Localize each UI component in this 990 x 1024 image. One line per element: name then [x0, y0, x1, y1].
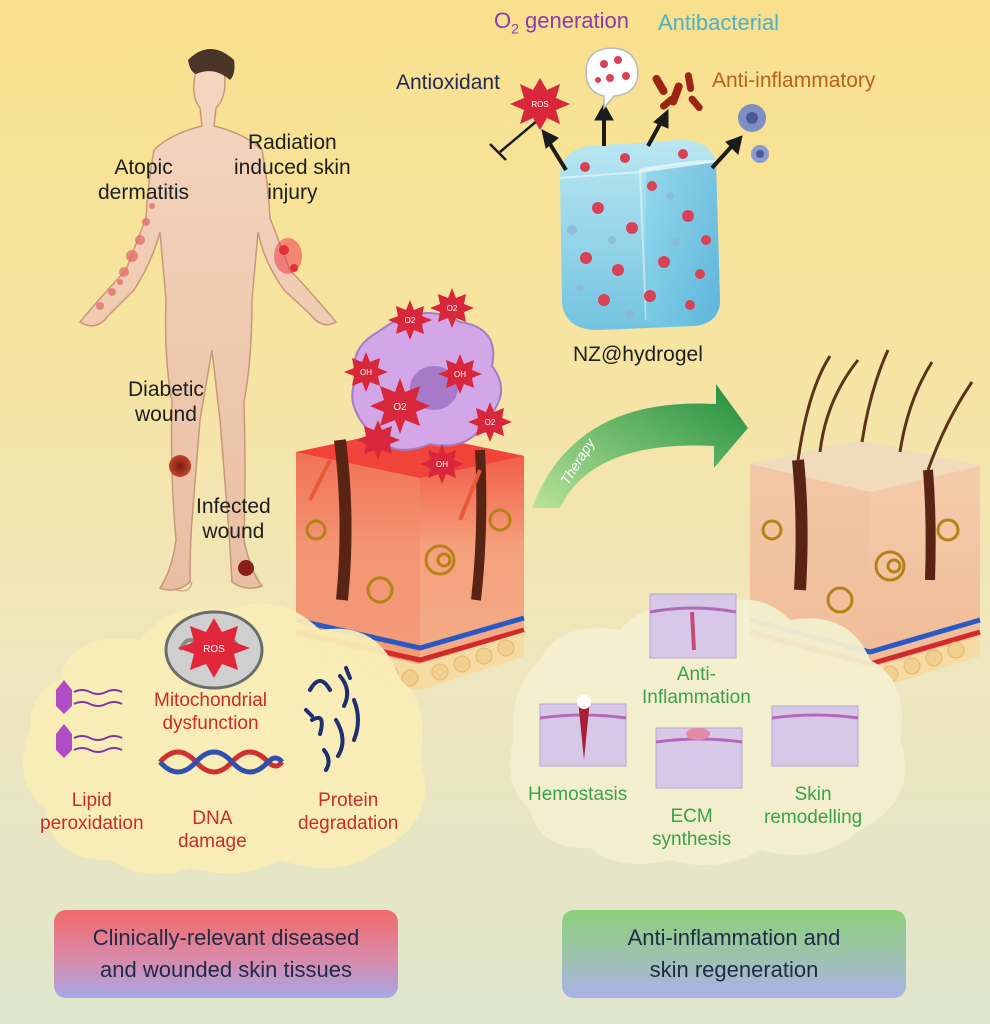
hydrogel-label: NZ@hydrogel: [573, 343, 703, 366]
ros-label-cube: ROS: [531, 100, 548, 109]
o2-label: O2: [393, 402, 407, 413]
lipid-icon: [56, 680, 123, 758]
skin-remodelling-line: Skin: [794, 784, 832, 805]
o2-label: O2: [447, 304, 458, 313]
left-summary-line: and wounded skin tissues: [100, 957, 352, 982]
antibacterial-label: Antibacterial: [658, 10, 780, 35]
right-summary-line: Anti-inflammation and: [627, 925, 841, 951]
dna-line: damage: [178, 830, 247, 852]
right-summary-box: Anti-inflammation and skin regeneration: [562, 910, 906, 998]
radiation-line: injury: [267, 181, 318, 205]
anti-inflammation-line: Inflammation: [642, 686, 751, 708]
mito-line: Mitochondrial: [154, 690, 267, 711]
o2-generation-label: O2 generation: [494, 8, 629, 37]
o2-bubble: [585, 47, 639, 111]
diabetic-line: wound: [134, 403, 197, 427]
diabetic-label: Diabetic wound: [128, 377, 204, 427]
skin-remodelling-label: Skin remodelling: [764, 784, 862, 830]
infected-line: wound: [202, 520, 265, 544]
anti-inflammation-label: Anti- Inflammation: [642, 664, 751, 710]
dna-label: DNA damage: [178, 808, 247, 854]
o2-label: O2: [485, 418, 496, 427]
radiation-line: Radiation: [248, 131, 337, 154]
oh-label: OH: [360, 368, 372, 377]
macrophage-icon: [738, 104, 769, 163]
lipid-line: peroxidation: [40, 812, 144, 834]
hydrogel-cube: [559, 140, 720, 330]
ecm-line: ECM: [670, 806, 713, 827]
oh-label: OH: [436, 460, 448, 469]
lipid-label: Lipid peroxidation: [40, 790, 144, 836]
radiation-line: induced skin: [234, 156, 351, 180]
healing-thumbnails: [539, 593, 859, 789]
lipid-line: Lipid: [71, 790, 112, 811]
o2-suffix: generation: [518, 8, 630, 33]
ros-label-mito: ROS: [203, 644, 225, 655]
protein-line: Protein: [318, 790, 379, 811]
ecm-line: synthesis: [652, 828, 732, 850]
atopic-label: Atopic dermatitis: [98, 155, 189, 205]
bacteria-icon: [652, 72, 703, 112]
human-figure: [78, 49, 338, 592]
oh-label: OH: [454, 370, 466, 379]
ecm-label: ECM synthesis: [652, 806, 731, 852]
dna-icon: [158, 749, 284, 775]
damage-cloud: [22, 603, 425, 875]
hemostasis-label: Hemostasis: [528, 784, 628, 805]
diabetic-line: Diabetic: [128, 378, 204, 401]
mito-label: Mitochondrial dysfunction: [154, 690, 267, 736]
anti-inflammatory-label: Anti-inflammatory: [712, 69, 876, 92]
left-summary-box: Clinically-relevant diseased and wounded…: [54, 910, 398, 998]
o2-label: O2: [405, 316, 416, 325]
protein-icon: [304, 666, 360, 772]
atopic-line: dermatitis: [98, 181, 190, 205]
left-summary-line: Clinically-relevant diseased: [92, 925, 360, 951]
ros-burst: [510, 78, 570, 130]
ros-bursts: [178, 288, 512, 678]
infected-label: Infected wound: [196, 494, 271, 544]
antioxidant-label: Antioxidant: [396, 71, 500, 94]
mito-line: dysfunction: [162, 712, 259, 734]
therapy-arrow: [532, 384, 748, 508]
right-summary-line: skin regeneration: [649, 957, 819, 982]
cube-arrows: [489, 102, 743, 172]
infected-line: Infected: [196, 495, 271, 518]
anti-inflammation-line: Anti-: [676, 664, 716, 685]
radiation-label: Radiation induced skin injury: [234, 130, 351, 206]
o2-sub: 2: [511, 20, 519, 37]
dna-line: DNA: [192, 808, 233, 829]
atopic-line: Atopic: [114, 156, 173, 179]
protein-label: Protein degradation: [298, 790, 398, 836]
skin-remodelling-line: remodelling: [764, 806, 863, 828]
protein-line: degradation: [298, 812, 399, 834]
hair: [796, 349, 974, 471]
o2-prefix: O: [494, 8, 512, 33]
